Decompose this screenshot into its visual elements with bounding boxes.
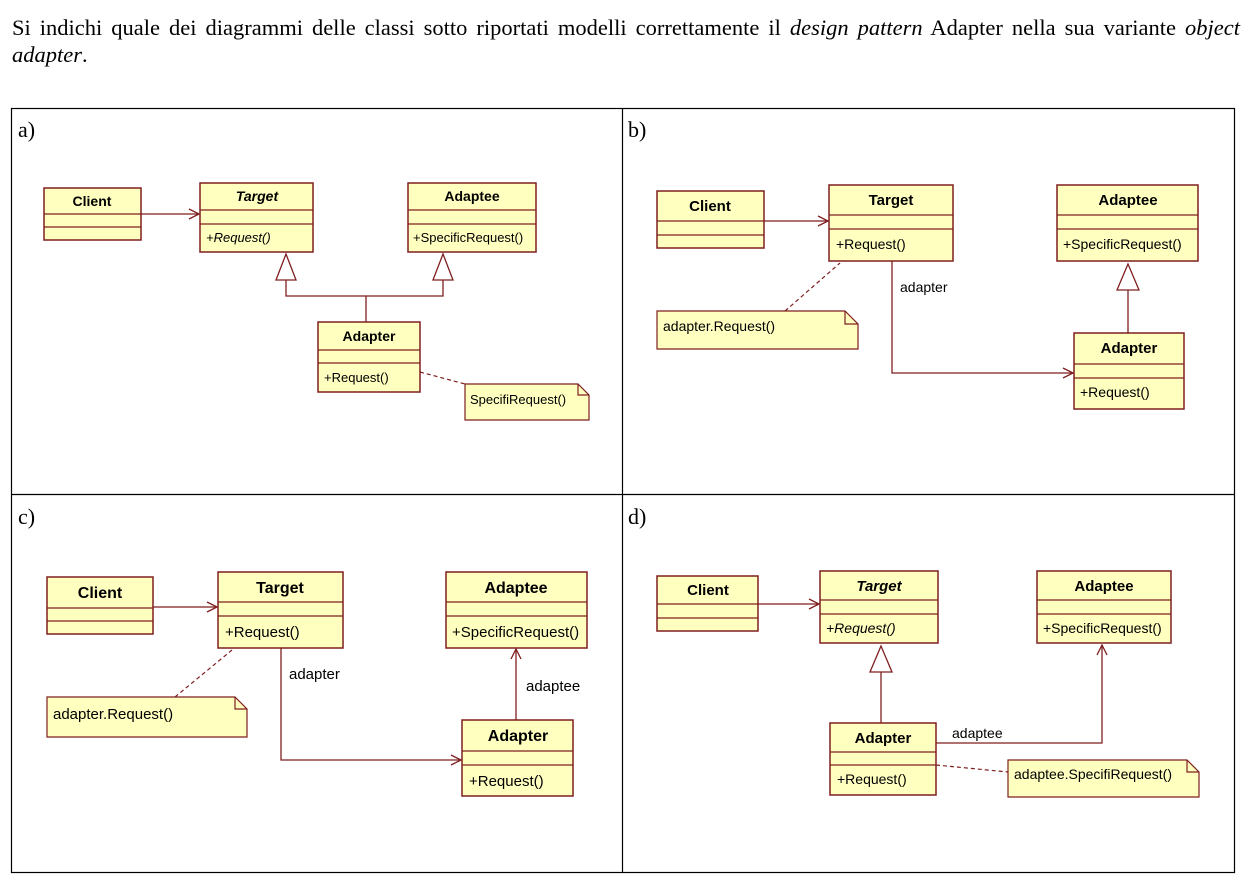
class-operation: +Request() (225, 624, 300, 641)
panel-label-c: c) (18, 504, 35, 529)
association-label: adaptee (952, 725, 1003, 741)
class-name: Target (869, 192, 914, 209)
class-name: Target (236, 188, 280, 204)
association-adapter (280, 648, 461, 760)
class-adaptee: Adaptee +SpecificRequest() (445, 571, 588, 649)
class-name: Adapter (343, 328, 396, 344)
association-label: adapter (900, 279, 948, 295)
class-name: Adapter (1101, 340, 1158, 357)
class-operation: +SpecificRequest() (1063, 236, 1182, 252)
note-text: adapter.Request() (663, 318, 775, 334)
class-client: Client (656, 575, 759, 632)
note: adapter.Request() (656, 310, 859, 350)
panel-label-b: b) (628, 117, 646, 142)
panel-b: b) Client Target +Request() Adaptee +Spe… (628, 117, 1199, 410)
generalization-arrow (1116, 262, 1140, 333)
class-name: Adaptee (1074, 578, 1133, 595)
class-name: Target (256, 580, 304, 597)
note-text: SpecifiRequest() (470, 392, 566, 407)
association-adapter (891, 261, 1073, 373)
class-target: Target +Request() (828, 184, 954, 262)
note-link (935, 764, 1009, 773)
class-adaptee: Adaptee +SpecificRequest() (407, 182, 537, 253)
generalization-arrow (869, 644, 893, 723)
class-operation: +Request() (469, 773, 544, 790)
note: adapter.Request() (46, 696, 248, 738)
class-name: Client (687, 582, 729, 599)
class-adapter: Adapter +Request() (317, 321, 421, 393)
question-part2: Adapter nella sua variante (930, 15, 1177, 40)
note: adaptee.SpecifiRequest() (1007, 759, 1200, 798)
question-text: Si indichi quale dei diagrammi delle cla… (12, 14, 1240, 68)
class-name: Adaptee (484, 580, 547, 597)
panel-c: c) Client Target +Request() Adaptee +Spe… (18, 504, 588, 797)
class-operation: +SpecificRequest() (413, 230, 523, 245)
class-client: Client (46, 576, 154, 635)
class-adapter: Adapter +Request() (829, 722, 937, 796)
class-adapter: Adapter +Request() (1073, 332, 1185, 410)
association-label-adapter: adapter (289, 666, 340, 683)
association-adaptee (936, 645, 1102, 744)
class-name: Adaptee (444, 188, 499, 204)
class-target: Target +Request() (199, 182, 314, 253)
generalization-arrows (275, 252, 454, 322)
association-label-adaptee: adaptee (526, 678, 580, 695)
question-part1: Si indichi quale dei diagrammi delle cla… (12, 15, 781, 40)
question-object-adapter: object adapter (12, 15, 1241, 67)
class-adapter: Adapter +Request() (461, 719, 574, 797)
note-link (174, 649, 233, 698)
panel-label-a: a) (18, 117, 35, 142)
class-name: Client (78, 585, 123, 602)
note-text: adapter.Request() (53, 706, 173, 723)
class-name: Adapter (855, 730, 912, 747)
question-design-pattern: design pattern (789, 15, 923, 40)
class-operation: +Request() (206, 230, 271, 245)
class-operation: +Request() (837, 771, 907, 787)
note-text: adaptee.SpecifiRequest() (1014, 766, 1172, 782)
note: SpecifiRequest() (464, 383, 590, 421)
panel-borders (10, 107, 1236, 874)
class-operation: +Request() (826, 620, 896, 636)
panel-a: a) Client Target +Request() Adaptee +Spe… (18, 117, 590, 421)
class-operation: +SpecificRequest() (1043, 620, 1162, 636)
class-adaptee: Adaptee +SpecificRequest() (1056, 184, 1199, 262)
panel-d: d) Client Target +Request() Adaptee +Spe… (628, 504, 1200, 798)
note-link (419, 371, 466, 385)
class-target: Target +Request() (819, 570, 939, 644)
class-operation: +SpecificRequest() (452, 624, 579, 641)
class-target: Target +Request() (217, 571, 344, 649)
class-name: Adapter (488, 728, 548, 745)
class-operation: +Request() (1080, 384, 1150, 400)
class-client: Client (656, 190, 765, 249)
class-operation: +Request() (836, 236, 906, 252)
class-adaptee: Adaptee +SpecificRequest() (1036, 570, 1172, 644)
class-client: Client (43, 187, 142, 241)
class-operation: +Request() (324, 370, 389, 385)
class-name: Target (856, 578, 902, 595)
class-name: Client (73, 193, 112, 209)
note-link (784, 262, 841, 312)
class-name: Client (689, 198, 731, 215)
panel-label-d: d) (628, 504, 646, 529)
class-name: Adaptee (1098, 192, 1157, 209)
question-end: . (82, 42, 88, 67)
